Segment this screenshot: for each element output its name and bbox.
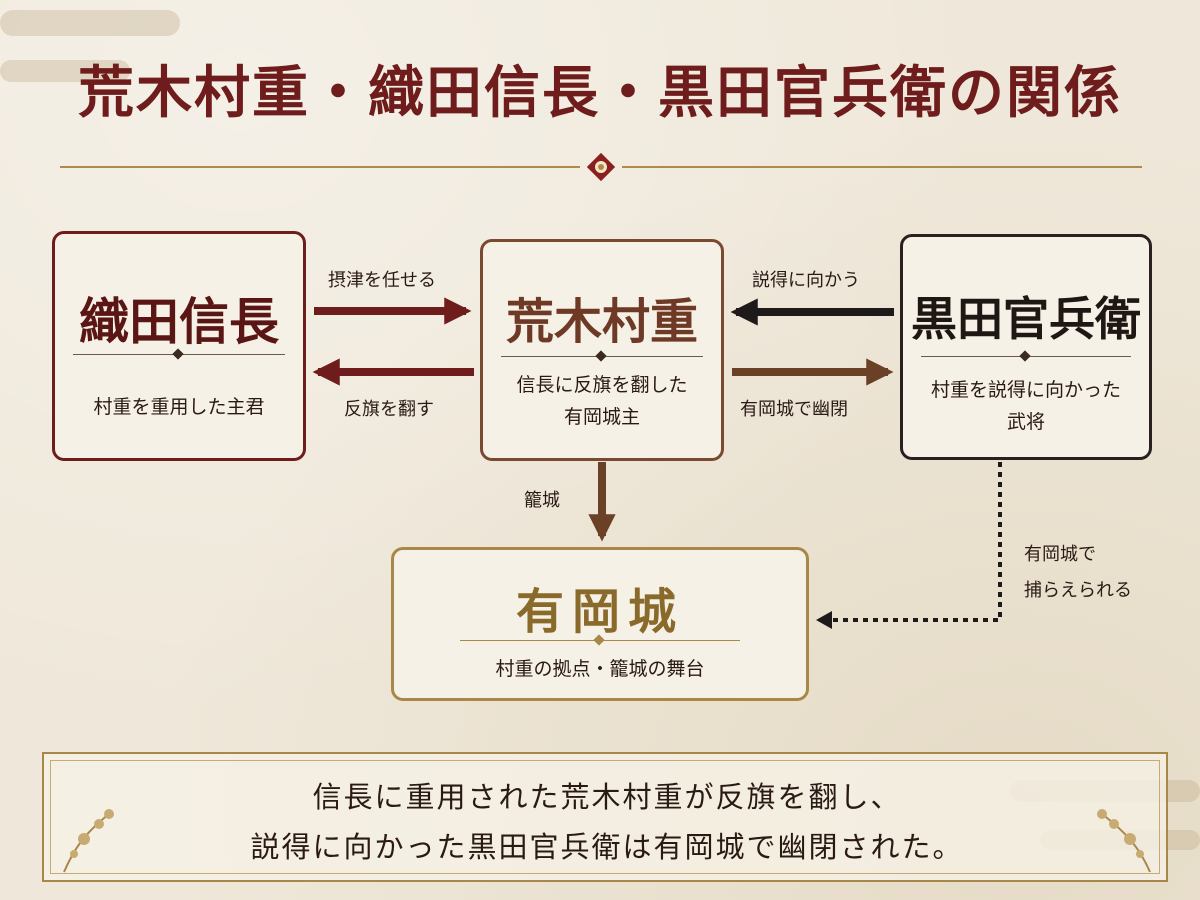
node-name: 有岡城: [515, 584, 684, 640]
title-rule-right: [622, 166, 1142, 168]
flower-icon: [63, 809, 114, 873]
node-araki-murashige: 荒木村重 信長に反旗を翻した 有岡城主: [480, 239, 724, 461]
edge-label-araki-to-castle: 籠城: [524, 490, 560, 511]
node-desc-line-2: 有岡城主: [563, 406, 640, 428]
node-name: 織田信長: [79, 292, 279, 351]
summary-inner-border: [50, 760, 1160, 874]
edge-label-oda-to-araki: 摂津を任せる: [328, 270, 436, 291]
node-desc: 村重を重用した主君: [93, 396, 265, 418]
cloud-decoration: [0, 10, 180, 36]
node-desc-line-1: 村重を説得に向かった: [930, 379, 1121, 401]
arrow-kuroda-to-castle: [832, 462, 1002, 622]
node-name: 荒木村重: [505, 294, 698, 350]
divider-diamond: [1019, 350, 1031, 362]
node-desc: 村重の拠点・籠城の舞台: [495, 658, 705, 680]
edge-label-araki-to-kuroda: 有岡城で幽閉: [740, 399, 848, 420]
title-rule-left: [60, 166, 580, 168]
summary-line-1: 信長に重用された荒木村重が反旗を翻し、: [312, 780, 902, 814]
node-oda-nobunaga: 織田信長 村重を重用した主君: [52, 231, 306, 461]
edge-label-kuroda-to-castle-1: 有岡城で: [1024, 544, 1096, 565]
node-name: 黒田官兵衛: [911, 292, 1141, 346]
node-desc-line-2: 武将: [1006, 411, 1045, 433]
page-title: 荒木村重・織田信長・黒田官兵衛の関係: [78, 60, 1122, 126]
edge-label-araki-to-oda: 反旗を翻す: [344, 399, 434, 420]
node-arioka-castle: 有岡城 村重の拠点・籠城の舞台: [391, 547, 809, 701]
divider-diamond: [595, 350, 607, 362]
summary-line-2: 説得に向かった黒田官兵衛は有岡城で幽閉された。: [250, 830, 964, 864]
edge-label-kuroda-to-castle-2: 捕らえられる: [1024, 580, 1132, 601]
edge-label-kuroda-to-araki: 説得に向かう: [752, 270, 860, 291]
node-kuroda-kanbei: 黒田官兵衛 村重を説得に向かった 武将: [900, 234, 1152, 460]
cloud-decoration: [0, 60, 130, 82]
flower-icon: [1097, 809, 1151, 873]
summary-box: 信長に重用された荒木村重が反旗を翻し、 説得に向かった黒田官兵衛は有岡城で幽閉さ…: [42, 752, 1168, 882]
node-desc-line-1: 信長に反旗を翻した: [516, 374, 688, 396]
crest-icon: [586, 152, 616, 182]
arrowhead-kuroda-to-castle: [816, 611, 832, 629]
